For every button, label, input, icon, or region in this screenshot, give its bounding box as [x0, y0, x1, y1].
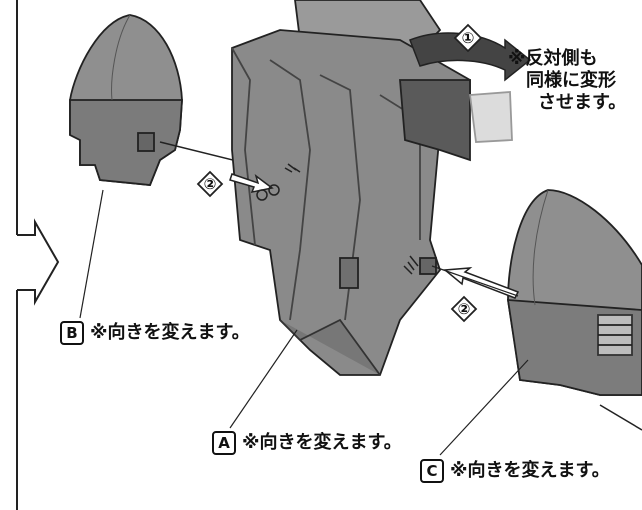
part-c-badge: C: [420, 459, 444, 483]
part-c-text: ※向きを変えます。: [450, 460, 610, 481]
flow-arrow: [16, 0, 60, 510]
note-line-3: させます。: [538, 92, 627, 113]
note-line-2: 同様に変形: [526, 70, 616, 91]
step-1-marker: ①: [461, 29, 475, 47]
step-markers: [196, 23, 483, 323]
part-c-shape: [506, 189, 642, 431]
part-a-badge: A: [212, 431, 236, 455]
assembly-arrows: [229, 163, 520, 299]
part-c-label: C ※向きを変えます。: [420, 456, 610, 483]
other-side-note: ※反対側も 同様に変形 させます。: [508, 48, 626, 114]
leader-lines: [79, 189, 529, 456]
step-2a-marker: ②: [203, 175, 217, 193]
part-a-shape: [231, 0, 513, 376]
part-a-text: ※向きを変えます。: [242, 432, 402, 453]
part-b-text: ※向きを変えます。: [90, 322, 250, 343]
rotate-arrow: [409, 32, 532, 82]
part-b-badge: B: [60, 321, 84, 345]
part-a-label: A ※向きを変えます。: [212, 428, 402, 455]
part-b-label: B ※向きを変えます。: [60, 318, 250, 345]
note-line-1: ※反対側も: [508, 48, 598, 69]
part-b-shape: [69, 14, 266, 186]
step-2b-marker: ②: [457, 300, 471, 318]
